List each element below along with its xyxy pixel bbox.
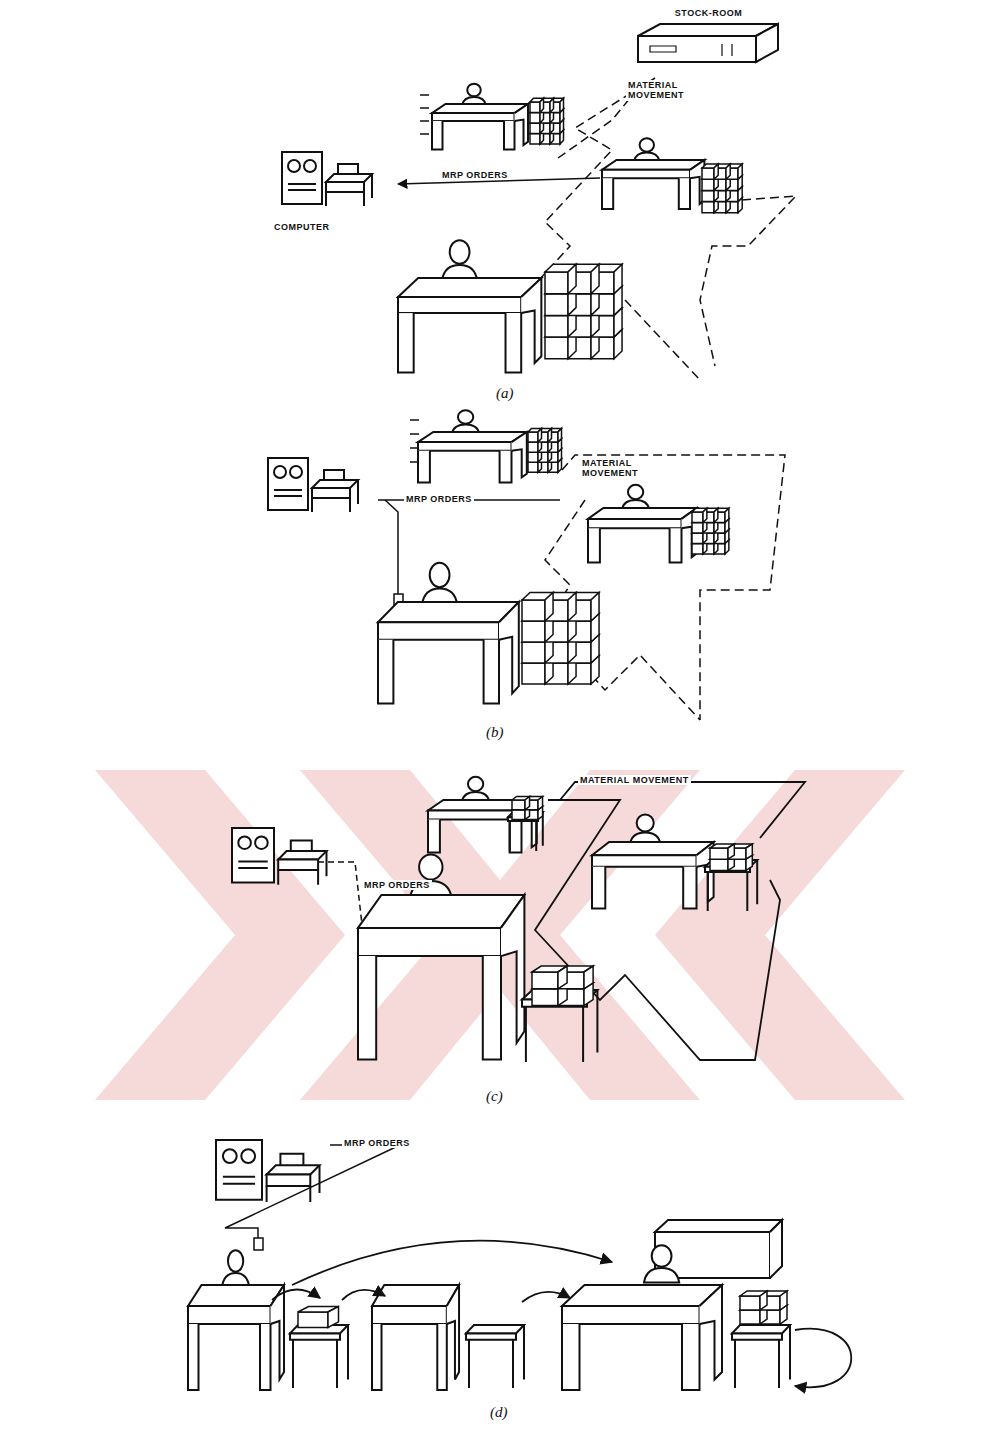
worker [622,485,649,510]
material-path [410,420,785,720]
material-path [530,78,655,290]
workstation [378,602,519,704]
workstation [432,104,528,150]
stockroom-front [638,36,756,62]
order-ticket [254,1238,263,1250]
node-label: COMPUTER [272,222,332,232]
workstation [188,1285,284,1390]
flow-label: MRP ORDERS [342,1138,412,1148]
cabinet [655,1220,782,1278]
node-label: STOCK-ROOM [673,8,744,18]
flow-label: MATERIAL MOVEMENT [580,458,648,479]
flow-label: MRP ORDERS [440,170,510,180]
inventory-stack [528,428,562,472]
stockroom-detail [650,44,732,56]
stockroom-side [756,24,778,62]
worker [442,240,477,280]
panel-label: (d) [488,1404,510,1421]
material-path [700,196,796,366]
flow-arrow [292,1241,612,1285]
flow-label: MATERIAL MOVEMENT [578,775,691,785]
material-path [625,300,700,380]
workstation [592,842,714,909]
inventory-stack [545,264,622,359]
workstation [602,160,704,209]
side-table [466,1325,524,1388]
stockroom-top [638,24,778,36]
panel-label: (a) [494,385,516,402]
inventory-stack [522,593,599,685]
watermark [95,770,905,1100]
material-path [535,782,805,1060]
tray-marks [420,95,432,134]
worker [462,777,489,802]
workstation [398,278,541,373]
inventory-stack [530,98,564,144]
worker [422,563,457,605]
flow-arrow [522,1292,570,1302]
part-box [298,1307,339,1328]
inventory-stack [692,508,729,554]
panel-label: (b) [484,724,506,741]
inventory-stack [710,844,752,870]
material-path [420,78,796,380]
worker [634,138,660,161]
computer-icon [268,458,358,512]
watermark-cross [300,770,700,1100]
stockroom-outline [636,22,781,72]
inventory-stack [512,797,543,820]
workstation [562,1285,722,1390]
flow-label: MATERIAL MOVEMENT [626,80,694,101]
worker [630,814,660,843]
computer-icon [216,1140,320,1202]
workstation [372,1285,459,1390]
computer-icon [282,152,372,206]
side-table [290,1325,348,1388]
worker [410,854,452,897]
worker [222,1250,249,1287]
inventory-stack [532,966,593,1006]
flow-arrow [272,1289,320,1300]
flow-arrow [795,1329,851,1387]
worker [452,410,479,433]
side-table [732,1325,790,1388]
worker [462,84,486,106]
mrp-line [378,500,560,594]
inventory-stack [702,164,742,213]
inventory-stack [740,1291,787,1324]
stockroom-box: STOCK-ROOM [636,2,781,73]
panel-label: (c) [484,1088,505,1105]
flow-label: MRP ORDERS [404,494,474,504]
watermark-chevron [95,770,345,1100]
computer-unit: COMPUTER [272,150,402,237]
flow-arrow [342,1290,385,1300]
computer-icon [232,828,327,885]
flow-label: MRP ORDERS [362,880,432,890]
flow-arrow [272,1241,851,1388]
workstation [588,508,697,563]
workstation [358,895,524,1060]
workstation [418,432,527,482]
worker [644,1245,679,1282]
